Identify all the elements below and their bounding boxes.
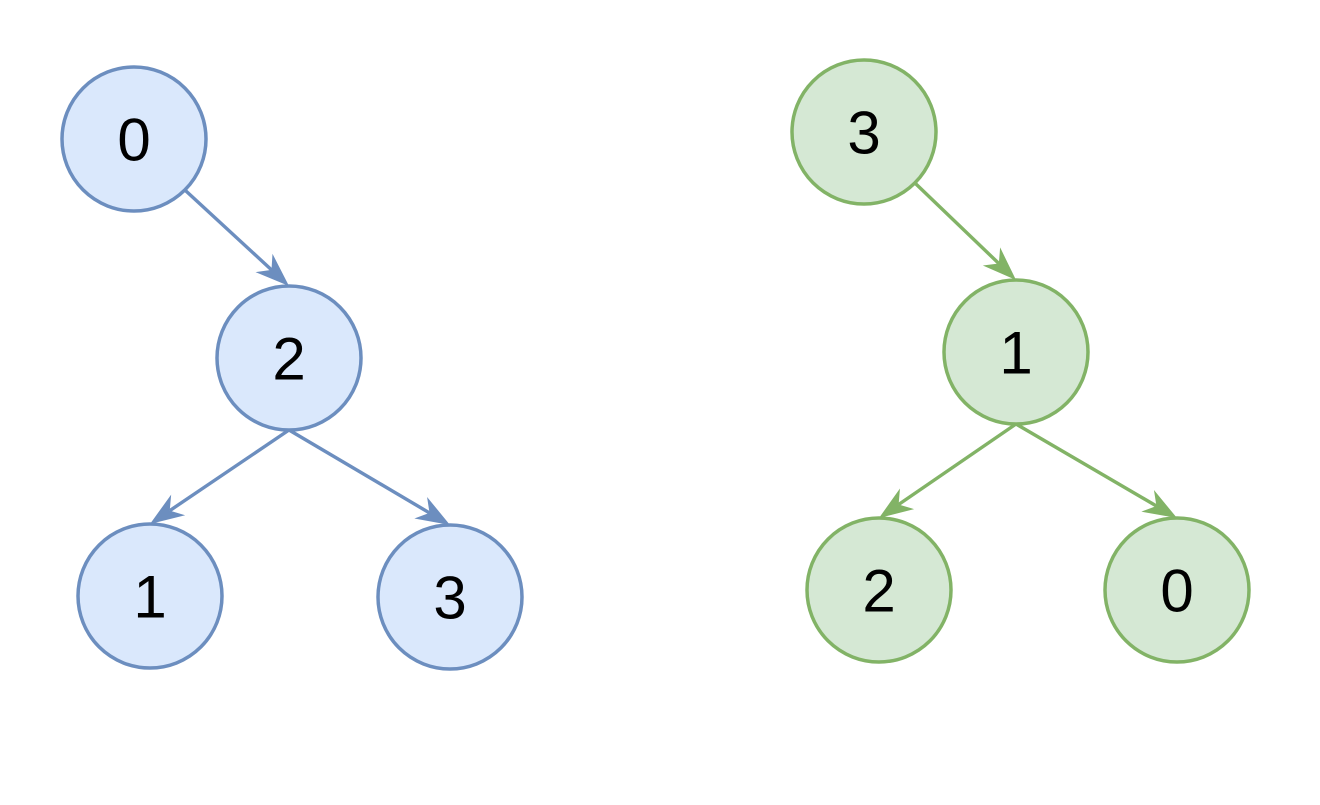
edge-b3-b1 (914, 182, 1016, 280)
tree-node-1: 1 (76, 522, 224, 670)
tree-node-1: 1 (942, 278, 1090, 426)
node-circle (60, 65, 208, 213)
arrowhead-icon (982, 247, 1016, 280)
tree-node-2: 2 (805, 516, 953, 664)
edge-a2-a3 (288, 428, 450, 525)
arrowhead-icon (414, 496, 450, 525)
arrowhead-icon (150, 494, 186, 524)
blue-tree: 0 2 1 3 (60, 65, 524, 671)
arrowhead-icon (879, 488, 915, 518)
edge-b1-b2 (879, 422, 1017, 518)
edge-a0-a2 (184, 189, 289, 286)
node-circle (790, 58, 938, 206)
tree-node-0: 0 (1103, 516, 1251, 664)
edge-line (168, 428, 290, 513)
edge-line (914, 182, 1001, 265)
tree-node-3: 3 (790, 58, 938, 206)
tree-node-3: 3 (376, 523, 524, 671)
node-label: 0 (1160, 558, 1193, 625)
node-label: 2 (862, 558, 895, 625)
green-tree: 3 1 2 0 (790, 58, 1251, 664)
edge-a2-a1 (150, 428, 290, 524)
node-label: 2 (272, 326, 305, 393)
node-label: 3 (847, 100, 880, 167)
node-label: 3 (433, 565, 466, 632)
tree-node-0: 0 (60, 65, 208, 213)
edge-line (1015, 422, 1158, 508)
edge-line (184, 189, 273, 272)
edge-b1-b0 (1015, 422, 1177, 518)
node-label: 0 (117, 107, 150, 174)
node-label: 1 (133, 564, 166, 631)
node-label: 1 (999, 320, 1032, 387)
arrowhead-icon (255, 253, 289, 286)
arrowhead-icon (1141, 490, 1177, 518)
tree-node-2: 2 (215, 284, 363, 432)
edge-line (897, 422, 1017, 506)
edge-line (288, 428, 431, 515)
